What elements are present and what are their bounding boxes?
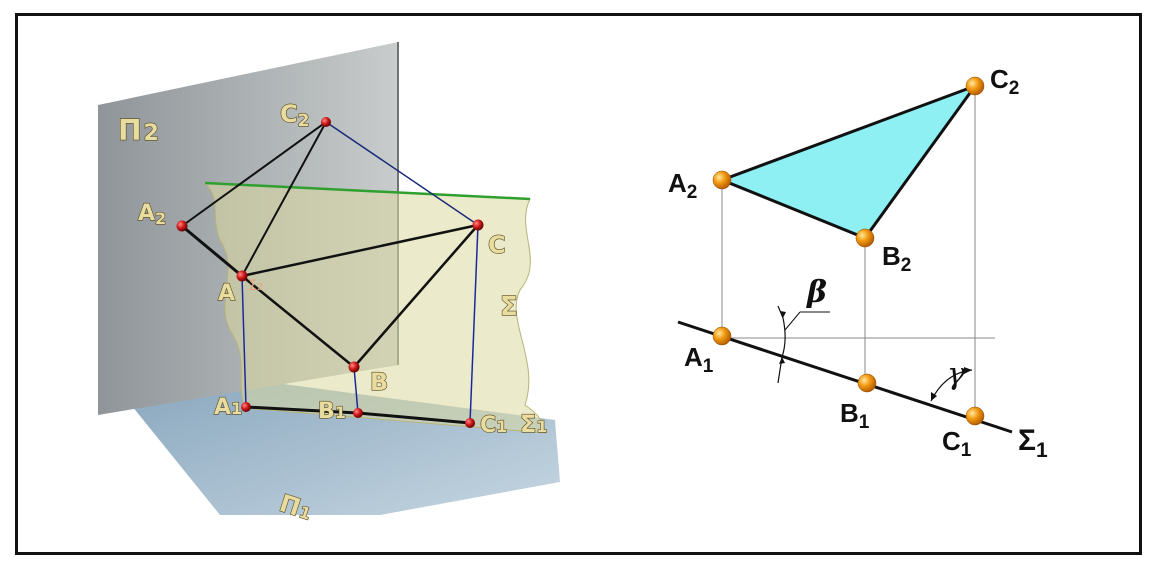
label-a2-3d: A2 <box>138 201 166 228</box>
label-a1: A1 <box>684 342 714 377</box>
label-b1: B1 <box>840 398 870 433</box>
point-b1 <box>857 373 877 393</box>
point-c1 <box>965 406 985 426</box>
point-a2-3d <box>176 220 188 232</box>
label-b-3d: B <box>370 368 388 396</box>
label-c2: C2 <box>990 64 1019 99</box>
label-a2: A2 <box>668 168 697 203</box>
label-c-3d: C <box>488 231 506 259</box>
label-a-3d: A <box>218 281 235 306</box>
label-c1-3d: C1 <box>480 413 507 438</box>
sigma1-trace <box>677 320 1013 434</box>
point-c-3d <box>472 219 484 231</box>
triangle-a2b2c2 <box>717 82 980 240</box>
label-c1: C1 <box>942 426 972 461</box>
label-sigma: Σ <box>500 292 518 322</box>
point-c2-3d <box>321 117 331 127</box>
label-b2: B2 <box>882 241 911 276</box>
point-c1-3d <box>465 418 475 428</box>
label-b1-3d: B1 <box>318 399 346 424</box>
point-c2 <box>965 76 985 96</box>
point-a1 <box>712 326 732 346</box>
label-pi2: Π2 <box>118 114 159 147</box>
label-sigma2-small: Σ2 <box>248 278 263 294</box>
right-epure-view: C2 A2 B2 β A1 γ B1 C1 Σ1 <box>668 64 1048 462</box>
label-a1-3d: A1 <box>214 395 242 420</box>
label-beta: β <box>806 275 827 310</box>
point-b-3d <box>348 361 360 373</box>
left-3d-view: Π2 Π1 C2 A2 A Σ2 C Σ B A1 B1 C1 Σ1 <box>98 42 560 524</box>
sigma2-trace-line <box>204 181 531 201</box>
point-a2 <box>712 170 732 190</box>
label-gamma: γ <box>947 357 965 392</box>
point-a-3d <box>236 270 248 282</box>
label-sigma1-3d: Σ1 <box>520 410 548 438</box>
point-a1-3d <box>241 402 251 412</box>
point-b1-3d <box>353 408 363 418</box>
point-b2 <box>855 228 875 248</box>
label-c2-3d: C2 <box>280 100 309 131</box>
plane-pi1 <box>115 365 560 515</box>
label-sigma1: Σ1 <box>1018 424 1048 462</box>
